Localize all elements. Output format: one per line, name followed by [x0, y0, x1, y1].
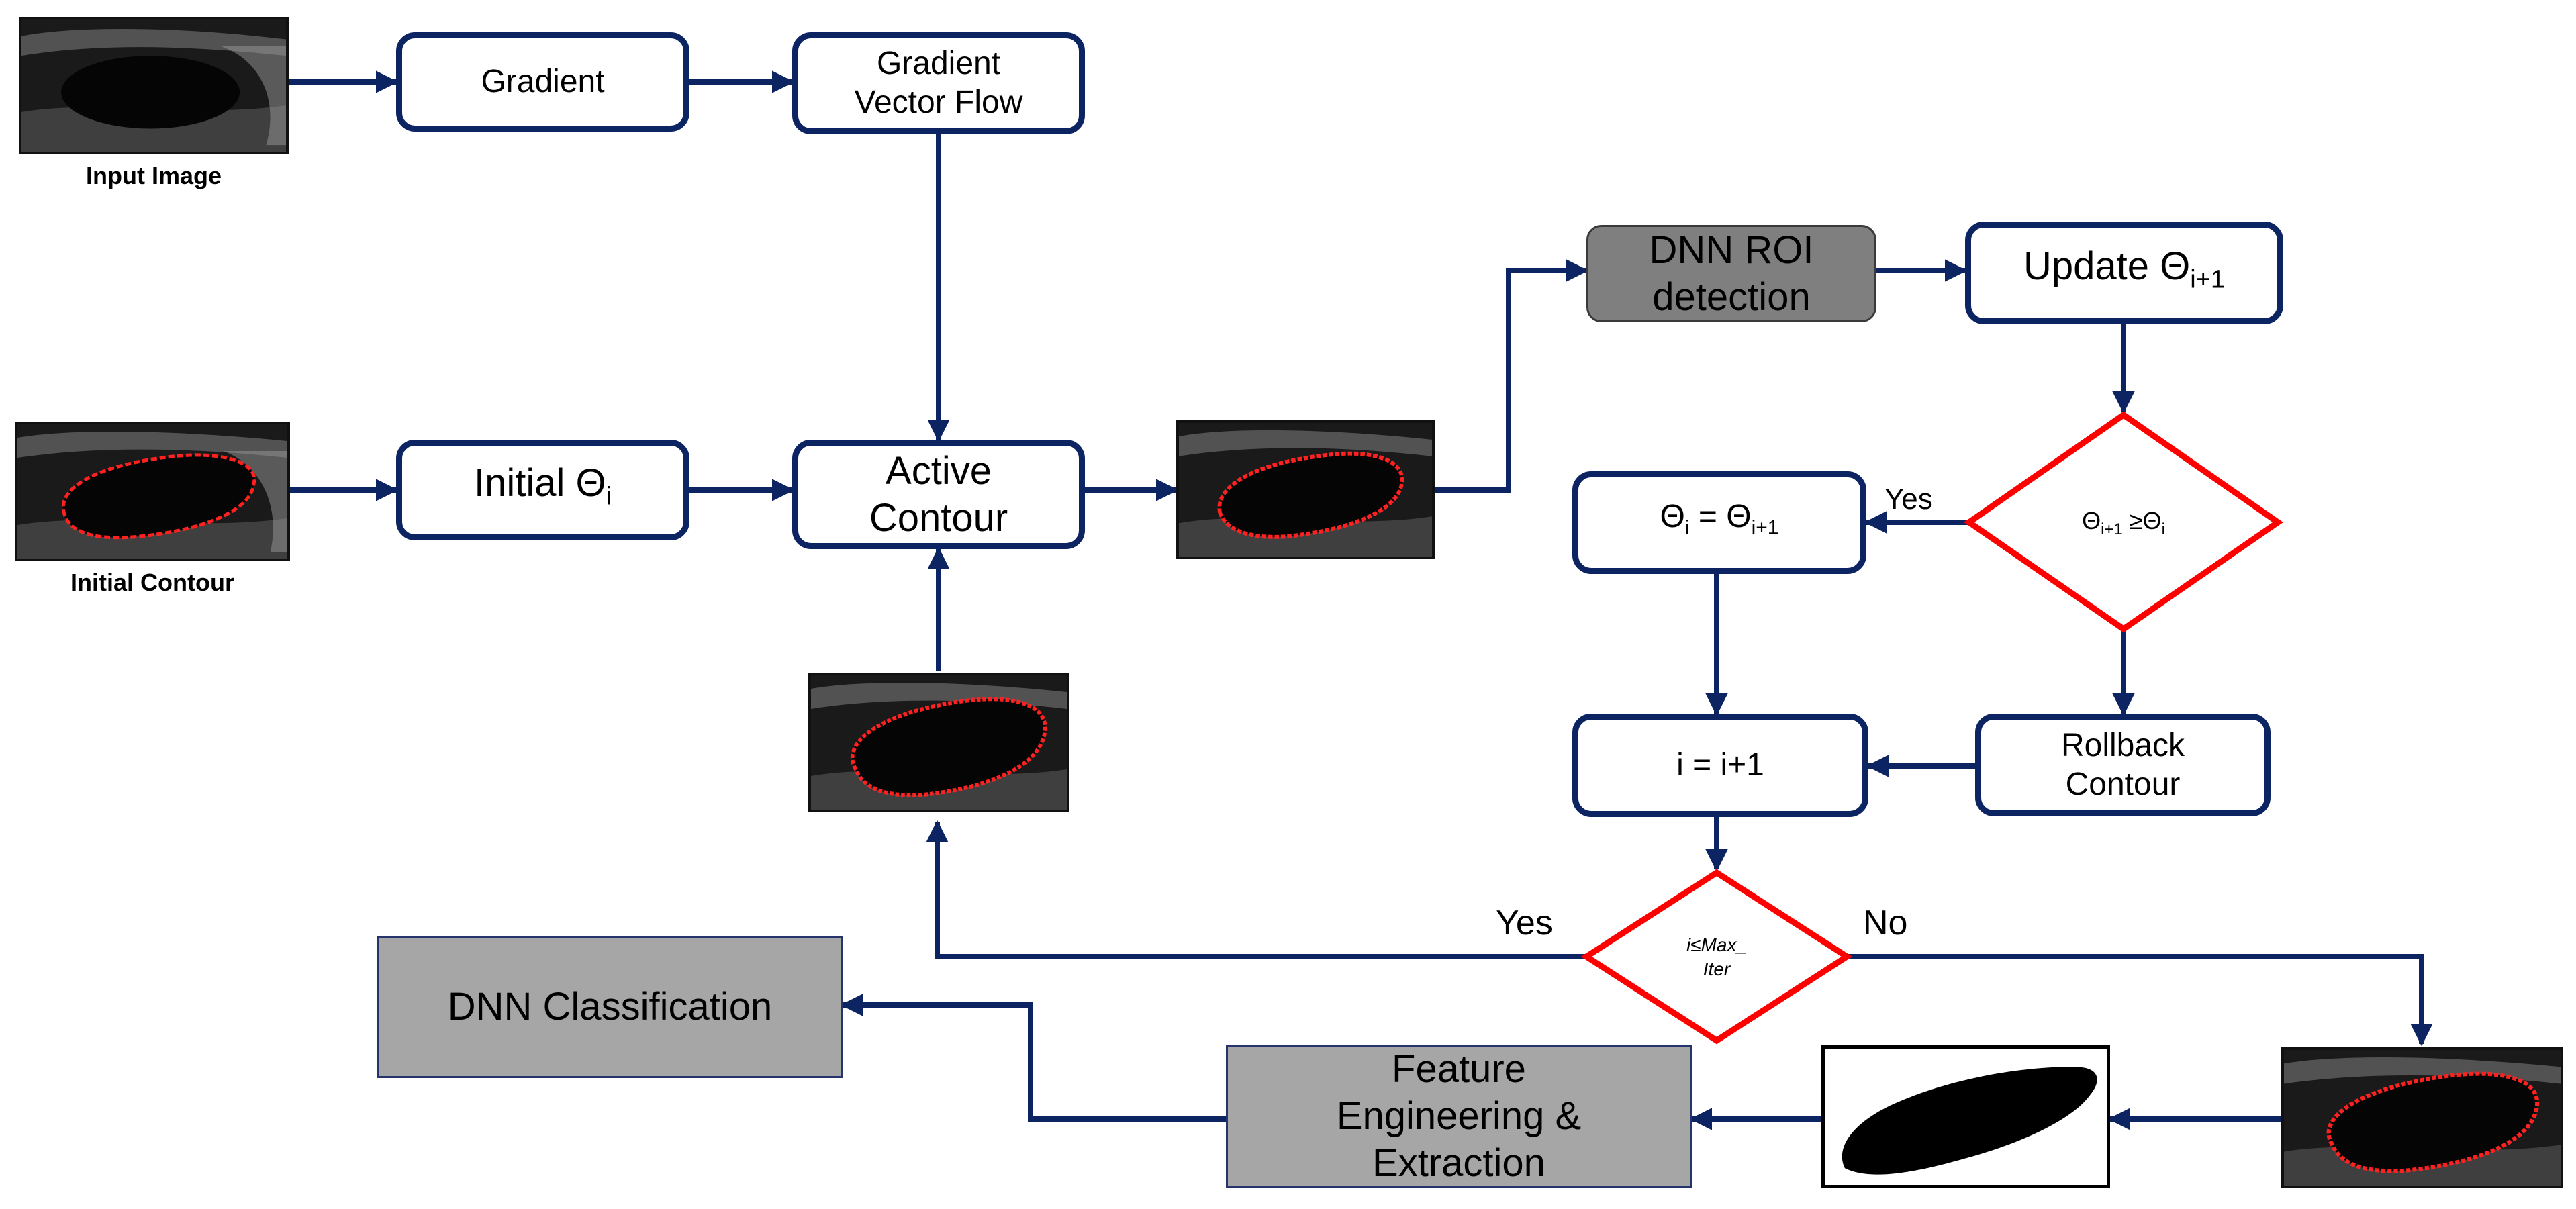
rollback-contour-node: Rollback Contour	[1975, 714, 2271, 816]
compare-theta-b-subscript: i	[2161, 520, 2165, 539]
initial-theta-node: Initial Θi	[396, 440, 689, 540]
feature-line3: Extraction	[1372, 1141, 1545, 1185]
ultrasound-icon	[17, 424, 287, 559]
gradient-vector-flow-node: Gradient Vector Flow	[792, 32, 1085, 134]
feature-line1: Feature	[1392, 1047, 1526, 1091]
ultrasound-icon	[2284, 1050, 2561, 1186]
theta-assign-equals: = Θ	[1689, 499, 1752, 535]
active-contour-line2: Contour	[869, 495, 1008, 540]
iter-line1: i≤Max_	[1686, 934, 1748, 955]
arrow-feature-to-classification	[840, 994, 1226, 1122]
decision-compare-shape	[1964, 411, 2283, 633]
theta-assign-text: Θ	[1660, 499, 1685, 535]
feature-engineering-node: Feature Engineering & Extraction	[1226, 1045, 1692, 1188]
final-contour-thumbnail	[2281, 1047, 2563, 1188]
arrow-iter-yes-to-contour	[926, 820, 1586, 959]
rollback-line1: Rollback	[2060, 727, 2185, 763]
input-image-thumbnail	[19, 17, 289, 154]
theta-assign-subscript-1: i	[1684, 516, 1690, 539]
rollback-line2: Contour	[2065, 766, 2181, 802]
initial-theta-text: Initial Θ	[473, 461, 606, 505]
theta-assign-subscript-2: i+1	[1751, 516, 1779, 539]
compare-theta-a: Θ	[2082, 507, 2101, 534]
dnn-roi-line1: DNN ROI	[1649, 228, 1814, 272]
input-image-caption: Input Image	[85, 162, 222, 189]
iteration-contour-thumbnail	[808, 673, 1069, 812]
increment-node: i = i+1	[1572, 714, 1868, 817]
theta-assign-label: Θi = Θi+1	[1660, 497, 1779, 548]
compare-operator: ≥Θ	[2122, 507, 2162, 534]
initial-contour-thumbnail	[15, 422, 290, 561]
increment-label: i = i+1	[1676, 747, 1764, 783]
iter-line2: Iter	[1703, 959, 1731, 979]
ultrasound-icon	[1179, 423, 1432, 557]
initial-theta-subscript: i	[606, 482, 612, 511]
initial-contour-caption: Initial Contour	[70, 569, 234, 596]
feature-line2: Engineering &	[1336, 1094, 1582, 1138]
update-theta-node: Update Θi+1	[1965, 222, 2283, 324]
theta-assign-node: Θi = Θi+1	[1572, 471, 1866, 574]
segmentation-mask-thumbnail	[1821, 1045, 2110, 1188]
decision-compare-label: Θi+1 ≥Θi	[2036, 505, 2211, 546]
update-theta-subscript: i+1	[2190, 265, 2226, 294]
iter-no-label: No	[1863, 904, 1908, 942]
ultrasound-icon	[811, 675, 1067, 810]
active-contour-node: Active Contour	[792, 440, 1085, 549]
gradient-label: Gradient	[481, 64, 605, 99]
gradient-node: Gradient	[396, 32, 689, 132]
update-theta-label: Update Θi+1	[2023, 243, 2225, 303]
arrow-iter-no-to-final	[1847, 954, 2433, 1047]
decision-iter-shape	[1580, 869, 1853, 1045]
active-contour-line1: Active	[886, 448, 992, 493]
update-theta-text: Update Θ	[2023, 244, 2191, 288]
arrow-result-to-roi	[1435, 259, 1589, 493]
mask-icon	[1842, 1067, 2097, 1175]
compare-yes-label: Yes	[1885, 483, 1933, 516]
dnn-classification-label: DNN Classification	[447, 985, 773, 1028]
compare-theta-a-subscript: i+1	[2101, 520, 2123, 539]
active-contour-result-thumbnail	[1176, 420, 1435, 559]
initial-theta-label: Initial Θi	[474, 460, 612, 520]
iter-yes-label: Yes	[1496, 904, 1553, 942]
gvf-label-line1: Gradient	[876, 46, 1001, 81]
gvf-label-line2: Vector Flow	[854, 85, 1023, 120]
ultrasound-icon	[21, 19, 286, 152]
dnn-roi-line2: detection	[1652, 275, 1811, 319]
decision-iter-label: i≤Max_ Iter	[1636, 933, 1797, 981]
dnn-roi-detection-node: DNN ROI detection	[1586, 225, 1876, 322]
dnn-classification-node: DNN Classification	[377, 936, 843, 1078]
